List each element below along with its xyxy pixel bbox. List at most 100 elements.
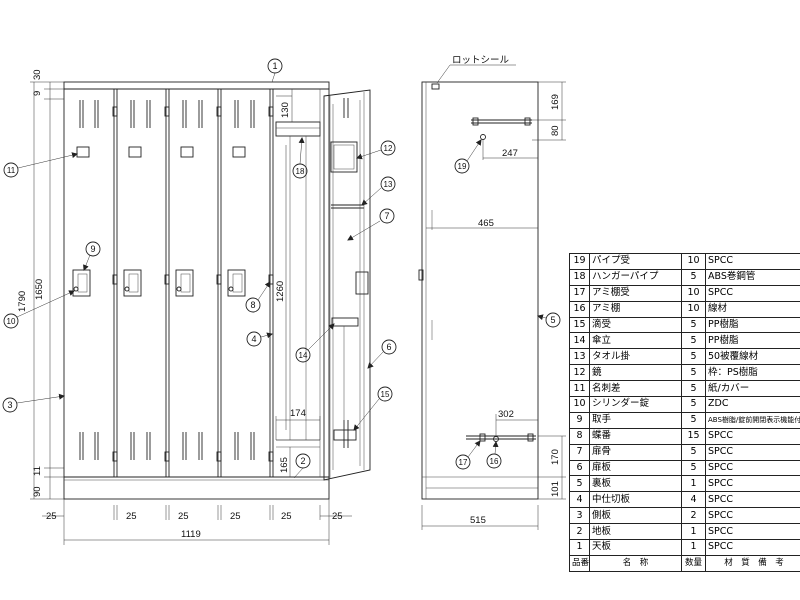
umbrella-stand	[331, 317, 359, 327]
name-card-holder	[76, 146, 90, 158]
callout-8: 8	[250, 300, 255, 310]
header-material: 材 質 備 考	[705, 554, 800, 572]
dim-302: 302	[498, 409, 514, 420]
part-quantity: 5	[681, 268, 706, 286]
callout-4: 4	[251, 334, 256, 344]
dim-w25-b: 25	[126, 511, 137, 522]
callout-7: 7	[384, 211, 389, 221]
part-name: 取手	[589, 411, 682, 429]
part-name: 中仕切板	[589, 491, 682, 509]
dim-w25-d: 25	[230, 511, 241, 522]
dim-465: 465	[478, 218, 494, 229]
callout-19: 19	[458, 162, 467, 171]
dim-bottom-11: 11	[32, 466, 43, 476]
callout-6: 6	[386, 342, 391, 352]
dim-height-1790: 1790	[17, 291, 28, 312]
part-number: 5	[569, 475, 590, 493]
callout-11: 11	[7, 166, 16, 175]
part-number: 16	[569, 300, 590, 318]
part-name: 裏板	[589, 475, 682, 493]
dim-169: 169	[550, 94, 561, 110]
header-part-number: 品番	[569, 554, 590, 572]
part-quantity: 5	[681, 380, 706, 398]
cylinder-lock	[73, 286, 79, 292]
part-number: 7	[569, 443, 590, 461]
header-name: 名 称	[589, 554, 682, 572]
part-name: 天板	[589, 539, 682, 556]
part-name: 滴受	[589, 316, 682, 334]
callout-18: 18	[296, 167, 305, 176]
part-material: SPCC	[705, 507, 800, 525]
door-3	[175, 100, 203, 460]
dim-80: 80	[550, 125, 561, 136]
callout-17: 17	[459, 458, 468, 467]
part-number: 13	[569, 348, 590, 366]
dim-247: 247	[502, 148, 518, 159]
part-quantity: 1	[681, 523, 706, 541]
part-name: 扉骨	[589, 443, 682, 461]
part-material: ZDC	[705, 396, 800, 413]
part-quantity: 5	[681, 443, 706, 461]
part-name: アミ棚	[589, 300, 682, 318]
dim-101: 101	[550, 481, 561, 497]
part-name: シリンダー錠	[589, 396, 682, 413]
door-2	[123, 100, 151, 460]
part-material: SPCC	[705, 491, 800, 509]
header-quantity: 数量	[681, 554, 706, 572]
dim-130: 130	[280, 102, 291, 118]
dim-w25-e: 25	[281, 511, 292, 522]
dim-1260: 1260	[275, 281, 286, 302]
part-material: SPCC	[705, 427, 800, 445]
callout-16: 16	[490, 457, 499, 466]
door-1	[72, 100, 99, 460]
lot-seal-label: ロットシール	[452, 55, 510, 66]
part-number: 6	[569, 459, 590, 477]
part-name: 側板	[589, 507, 682, 525]
part-number: 2	[569, 523, 590, 541]
dim-170: 170	[550, 449, 561, 465]
part-material: 枠：PS樹脂	[705, 364, 800, 382]
side-view: 169 80 247 465 302 170 101 515 ロットシール	[418, 55, 566, 530]
callout-10: 10	[7, 317, 16, 326]
part-name: 扉板	[589, 459, 682, 477]
top-board	[63, 81, 330, 90]
part-material: SPCC	[705, 284, 800, 302]
part-quantity: 1	[681, 475, 706, 493]
dim-w25-a: 25	[46, 511, 57, 522]
dim-w25-c: 25	[178, 511, 189, 522]
part-number: 14	[569, 332, 590, 350]
callout-1: 1	[272, 61, 277, 71]
drip-tray	[333, 429, 357, 441]
open-compartment	[275, 89, 321, 477]
part-quantity: 10	[681, 300, 706, 318]
part-material: SPCC	[705, 539, 800, 556]
callout-3: 3	[7, 400, 12, 410]
part-quantity: 5	[681, 332, 706, 350]
part-quantity: 4	[681, 491, 706, 509]
dim-height-1650: 1650	[34, 279, 45, 300]
callout-15: 15	[381, 390, 390, 399]
side-dimensions	[421, 81, 566, 530]
part-material: PP樹脂	[705, 332, 800, 350]
dim-top-9: 9	[32, 91, 43, 96]
side-panel	[421, 81, 539, 500]
part-name: タオル掛	[589, 348, 682, 366]
dim-w25-f: 25	[332, 511, 343, 522]
part-material: SPCC	[705, 523, 800, 541]
part-number: 4	[569, 491, 590, 509]
part-quantity: 10	[681, 253, 706, 270]
part-quantity: 5	[681, 396, 706, 413]
part-quantity: 10	[681, 284, 706, 302]
